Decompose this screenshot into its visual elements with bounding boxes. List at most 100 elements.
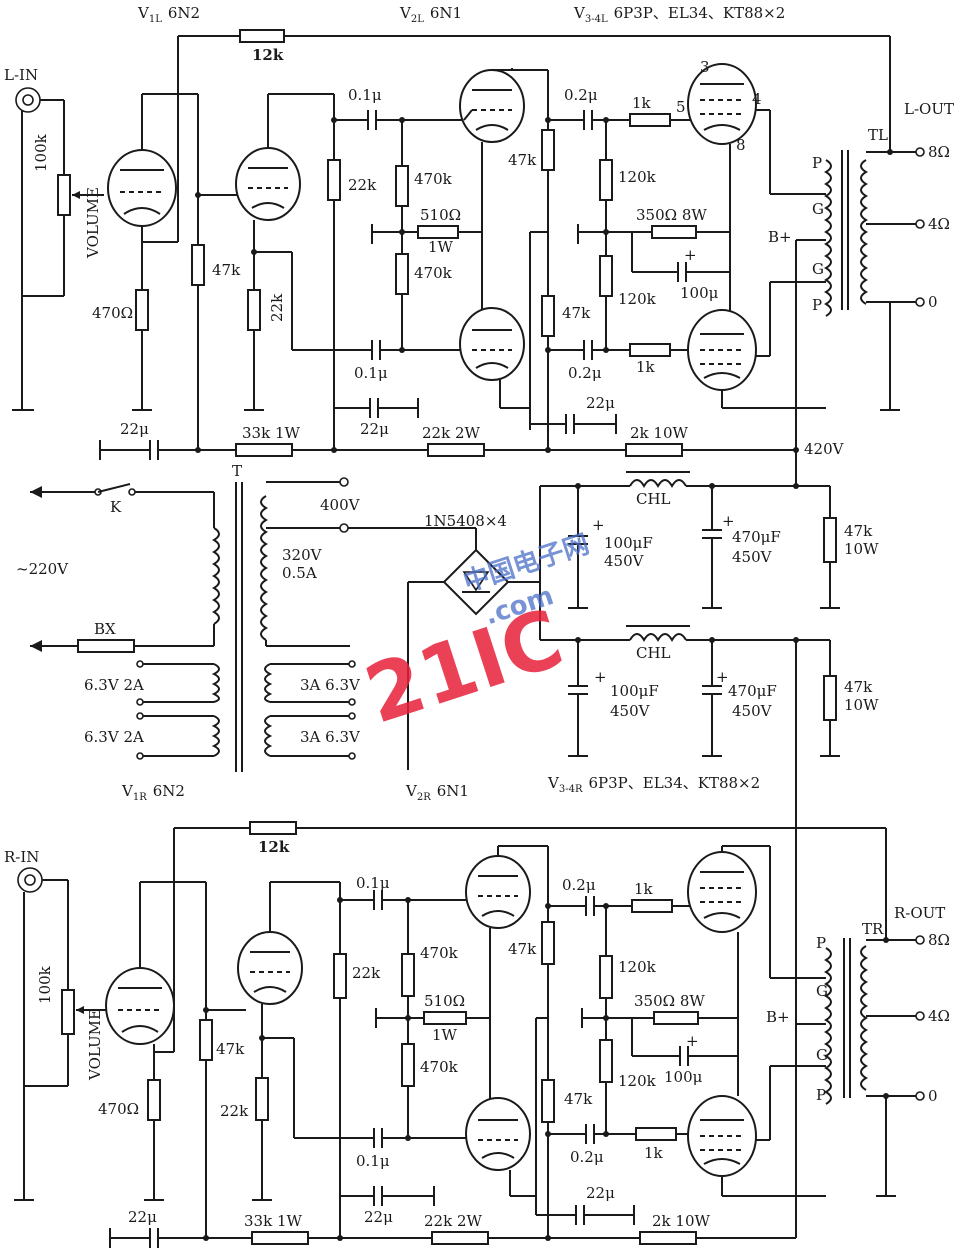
l-r-fb-value: 12k bbox=[252, 46, 284, 64]
r-r-grid-a: 470k bbox=[420, 944, 459, 962]
l-pin8: 8 bbox=[736, 136, 746, 154]
svg-text:+: + bbox=[722, 512, 735, 530]
l-c-in2: 0.1μ bbox=[354, 364, 388, 382]
r-r-bias-a: 120k bbox=[618, 958, 657, 976]
fil3: 3A 6.3V bbox=[300, 676, 361, 694]
bleed-a-w: 10W bbox=[844, 540, 879, 558]
r-r-g3b: 1k bbox=[644, 1144, 664, 1162]
l-tap-0: 0 bbox=[928, 293, 938, 311]
r-out-label: R-OUT bbox=[894, 904, 945, 922]
l-r-g3b: 1k bbox=[636, 358, 656, 376]
l-pin4: 4 bbox=[752, 90, 762, 108]
r-r-pl2: 22k bbox=[352, 964, 381, 982]
r-tap-0: 0 bbox=[928, 1087, 938, 1105]
l-r-cath1: 470Ω bbox=[92, 304, 133, 322]
l-c-dec1: 22μ bbox=[120, 420, 149, 438]
r-r-feedback bbox=[249, 821, 297, 835]
r-r-tail-w: 1W bbox=[432, 1026, 458, 1044]
r-r-dec2: 22k 2W bbox=[424, 1212, 482, 1230]
l-r-dec1: 33k 1W bbox=[242, 424, 300, 442]
r-tap-p2: P bbox=[816, 1086, 826, 1104]
power-switch[interactable] bbox=[97, 483, 131, 493]
l-r-tail-w: 1W bbox=[428, 238, 454, 256]
fuse bbox=[77, 639, 135, 653]
r-r-g3a: 1k bbox=[634, 880, 654, 898]
r-tap-4: 4Ω bbox=[928, 1007, 950, 1025]
c1b: 100μF bbox=[610, 682, 659, 700]
svg-text:+: + bbox=[592, 516, 605, 534]
fil-winding-3 bbox=[264, 663, 273, 703]
l-r-dec3: 2k 10W bbox=[630, 424, 688, 442]
choke-a-label: CHL bbox=[636, 490, 671, 508]
xfmr-hv-secondary bbox=[260, 495, 268, 641]
fil-winding-4 bbox=[264, 715, 273, 757]
l-r-dec2: 22k 2W bbox=[422, 424, 480, 442]
c2b-v: 450V bbox=[732, 702, 773, 720]
l-r-bias-b: 120k bbox=[618, 290, 657, 308]
r-c-dec3: 22μ bbox=[586, 1184, 615, 1202]
tl-label: TL bbox=[868, 126, 888, 144]
r-volume-pot bbox=[61, 989, 75, 1035]
v2l-tube-lower bbox=[459, 307, 525, 381]
l-c-dec2: 22μ bbox=[360, 420, 389, 438]
l-c-out2: 0.2μ bbox=[568, 364, 602, 382]
l-pin3: 3 bbox=[700, 58, 710, 76]
rect-label: 1N5408×4 bbox=[424, 512, 507, 530]
l-tap-p1: P bbox=[812, 154, 822, 172]
l-r-grid-b: 470k bbox=[414, 264, 453, 282]
mains-label: ~220V bbox=[16, 560, 69, 578]
r-c-dec1: 22μ bbox=[128, 1208, 157, 1226]
c1a-v: 450V bbox=[604, 552, 645, 570]
fuse-label: BX bbox=[94, 620, 116, 638]
r-r-k: 350Ω 8W bbox=[634, 992, 705, 1010]
c2a-v: 450V bbox=[732, 548, 773, 566]
xfmr-primary bbox=[212, 527, 220, 625]
l-tap-g2: G bbox=[812, 260, 824, 278]
bleed-b: 47k bbox=[844, 678, 873, 696]
tr-secondary bbox=[860, 945, 868, 1091]
l-tap-4: 4Ω bbox=[928, 215, 950, 233]
c2a: 470μF bbox=[732, 528, 781, 546]
switch-label: K bbox=[110, 498, 122, 516]
r-r-tail: 510Ω bbox=[424, 992, 465, 1010]
l-volume-pot bbox=[57, 174, 71, 216]
r-tap-g2: G bbox=[816, 1046, 828, 1064]
r-input-jack bbox=[17, 867, 43, 893]
r-pot-value: 100k bbox=[36, 965, 54, 1004]
r-c-k: 100μ bbox=[664, 1068, 703, 1086]
l-tap-8: 8Ω bbox=[928, 143, 950, 161]
power-supply: K ~220V BX T 400V 320V 0.5A 1N5408×4 bbox=[16, 450, 879, 1215]
r-r-cath2: 22k bbox=[220, 1102, 249, 1120]
l-r-pl3a: 47k bbox=[508, 151, 537, 169]
svg-text:+: + bbox=[594, 668, 607, 686]
bridge-rectifier bbox=[442, 548, 510, 616]
l-tap-g1: G bbox=[812, 200, 824, 218]
r-c-in: 0.1μ bbox=[356, 874, 390, 892]
l-c-in: 0.1μ bbox=[348, 86, 382, 104]
l-out-label: L-OUT bbox=[904, 100, 954, 118]
r-c-dec2: 22μ bbox=[364, 1208, 393, 1226]
l-c-out: 0.2μ bbox=[564, 86, 598, 104]
tr-label: TR bbox=[862, 920, 884, 938]
c1b-v: 450V bbox=[610, 702, 651, 720]
svg-text:+: + bbox=[686, 1032, 699, 1050]
l-r-tail: 510Ω bbox=[420, 206, 461, 224]
l-r-feedback bbox=[239, 29, 285, 43]
v1l-tube-b bbox=[235, 147, 301, 221]
c2b: 470μF bbox=[728, 682, 777, 700]
l-c-dec3: 22μ bbox=[586, 394, 615, 412]
svg-text:+: + bbox=[684, 246, 697, 264]
l-pot-value: 100k bbox=[32, 133, 50, 172]
l-r-grid-a: 470k bbox=[414, 170, 453, 188]
svg-text:+: + bbox=[716, 668, 729, 686]
tr-primary bbox=[824, 947, 832, 1105]
watermark: 21IC 中国电子网 .com bbox=[355, 529, 593, 741]
tap-320-i: 0.5A bbox=[282, 564, 317, 582]
